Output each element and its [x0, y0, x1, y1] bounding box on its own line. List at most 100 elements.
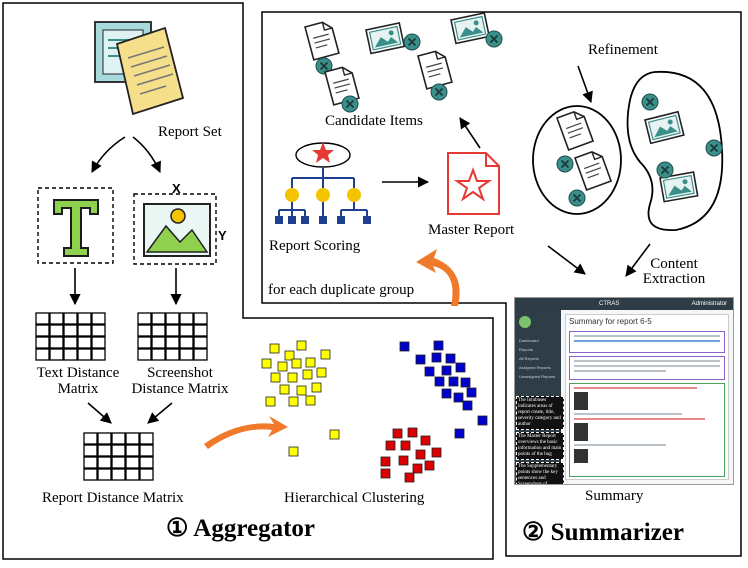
cluster-point: [329, 429, 340, 440]
remove-icon: [568, 189, 586, 207]
matrix-cell: [151, 336, 166, 349]
report-scoring-tree: [275, 142, 371, 224]
cluster-point: [455, 362, 466, 373]
matrix-cell: [151, 348, 166, 361]
matrix-cell: [63, 312, 78, 325]
cluster-point: [462, 400, 473, 411]
cluster-point: [441, 388, 452, 399]
arrow-to-image: [132, 136, 161, 174]
summary-app-name: CTRAS: [599, 301, 620, 307]
matrix-cell: [125, 468, 140, 481]
matrix-cell: [137, 336, 152, 349]
cluster-point: [311, 382, 322, 393]
orange-arrow-to-scoring: [416, 249, 460, 306]
cluster-point: [269, 343, 280, 354]
screenshot-matrix-label: Screenshot Distance Matrix: [131, 365, 229, 397]
matrix-cell: [49, 336, 64, 349]
matrix-cell: [83, 444, 98, 457]
matrix-cell: [193, 324, 208, 337]
matrix-cell: [83, 456, 98, 469]
matrix-cell: [77, 336, 92, 349]
sidebar-item[interactable]: Unassigned Reports: [519, 374, 556, 379]
cluster-point: [296, 385, 307, 396]
cluster-point: [434, 376, 445, 387]
cluster-point: [454, 428, 465, 439]
image-card-icon: [450, 12, 491, 45]
report-scoring-label: Report Scoring: [269, 238, 361, 254]
cluster-point: [431, 447, 442, 458]
text-distance-matrix: [35, 312, 106, 361]
matrix-cell: [35, 348, 50, 361]
orange-arrow-to-clustering: [204, 416, 288, 449]
cluster-point: [448, 376, 459, 387]
matrix-cell: [139, 468, 154, 481]
matrix-cell: [151, 312, 166, 325]
matrix-cell: [97, 468, 112, 481]
matrix-cell: [165, 348, 180, 361]
document-icon: [304, 19, 340, 61]
matrix-cell: [139, 432, 154, 445]
text-icon: [37, 187, 114, 264]
matrix-cell: [97, 456, 112, 469]
matrix-cell: [63, 324, 78, 337]
sidebar-item[interactable]: Dashboard: [519, 338, 539, 343]
summary-user: Administrator: [691, 301, 727, 307]
matrix-cell: [193, 348, 208, 361]
matrix-cell: [165, 336, 180, 349]
matrix-cell: [97, 432, 112, 445]
cluster-point: [453, 392, 464, 403]
cluster-point: [284, 350, 295, 361]
cluster-point: [415, 449, 426, 460]
arrow-shot-to-report-matrix: [147, 402, 173, 424]
cluster-points: [261, 340, 488, 483]
summary-label: Summary: [585, 488, 644, 504]
cluster-point: [424, 460, 435, 471]
cluster-point: [320, 349, 331, 360]
matrix-cell: [97, 444, 112, 457]
axis-y-label: Y: [218, 228, 227, 243]
aggregator-title: ① Aggregator: [166, 515, 315, 542]
remove-icon: [430, 83, 448, 101]
cluster-point: [265, 396, 276, 407]
arrow-refined-to-summary: [625, 243, 651, 277]
cluster-point: [404, 472, 415, 483]
summarizer-title: ② Summarizer: [522, 519, 684, 546]
cluster-point: [392, 428, 403, 439]
sidebar-item[interactable]: All Reports: [519, 356, 539, 361]
arrow-master-to-candidates: [459, 117, 481, 149]
remove-icon: [705, 139, 723, 157]
matrix-cell: [91, 336, 106, 349]
cluster-point: [412, 463, 423, 474]
refined-group-right: [626, 71, 724, 231]
cluster-point: [288, 446, 299, 457]
sidebar-item[interactable]: Reports: [519, 347, 534, 352]
text-matrix-label: Text Distance Matrix: [36, 365, 120, 397]
clustering-label: Hierarchical Clustering: [284, 490, 425, 506]
arrow-to-text: [91, 136, 126, 173]
image-card-icon: [365, 22, 406, 55]
cluster-point: [398, 455, 409, 466]
cluster-point: [305, 395, 316, 406]
remove-icon: [485, 30, 503, 48]
arrow-text-to-report-matrix: [87, 402, 112, 424]
cluster-point: [477, 415, 488, 426]
matrix-cell: [91, 324, 106, 337]
matrix-cell: [111, 444, 126, 457]
sidebar-item[interactable]: Assigned Reports: [519, 365, 551, 370]
remove-icon: [556, 155, 574, 173]
matrix-cell: [137, 324, 152, 337]
cluster-point: [415, 354, 426, 365]
matrix-cell: [193, 312, 208, 325]
matrix-cell: [125, 444, 140, 457]
remove-icon: [341, 95, 359, 113]
cluster-point: [380, 468, 391, 479]
cluster-point: [424, 366, 435, 377]
matrix-cell: [125, 456, 140, 469]
matrix-cell: [63, 348, 78, 361]
image-card-icon: [644, 110, 685, 145]
summary-title: Summary for report 6-5: [569, 317, 652, 326]
document-icon: [556, 108, 594, 151]
cluster-point: [445, 353, 456, 364]
cluster-point: [441, 365, 452, 376]
